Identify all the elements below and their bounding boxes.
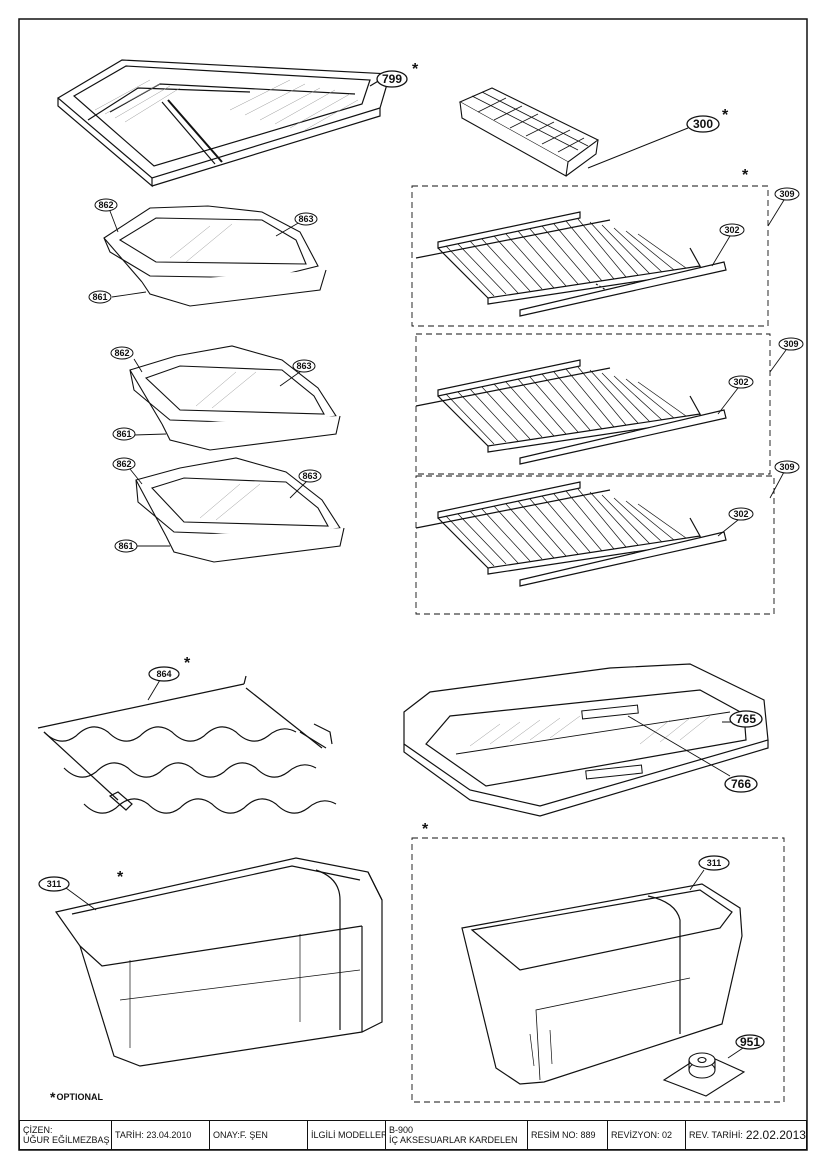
part-300-ice-tray	[458, 87, 600, 177]
callout-309: 309	[779, 189, 794, 199]
drawing-no-text: RESİM NO: 889	[531, 1130, 596, 1140]
cell-drawing-no: RESİM NO: 889	[528, 1121, 608, 1149]
callout-864: 864	[156, 669, 171, 679]
part-309-wire-shelf	[415, 359, 727, 465]
callout-766: 766	[731, 777, 751, 791]
drawing-frame	[18, 18, 808, 1151]
part-864-bottle-rack	[37, 675, 337, 814]
callout-311: 311	[47, 879, 62, 889]
part-glass-shelf-1	[103, 205, 327, 307]
part-glass-shelf-3	[135, 457, 345, 563]
part-311-crisper-left	[54, 857, 383, 1067]
cell-revision-date: REV. TARİHİ: 22.02.2013	[686, 1121, 806, 1149]
optional-asterisk: *	[117, 869, 124, 886]
callout-861: 861	[118, 541, 133, 551]
cell-revision: REVİZYON: 02	[608, 1121, 686, 1149]
callout-862: 862	[98, 200, 113, 210]
optional-asterisk: *	[742, 167, 749, 184]
related-models-label: İLGİLİ MODELLER:	[311, 1130, 386, 1140]
part-766-vent	[581, 704, 643, 780]
optional-asterisk: *	[722, 107, 729, 124]
model-line-2: İÇ AKSESUARLAR KARDELEN	[389, 1135, 518, 1145]
callout-309: 309	[779, 462, 794, 472]
part-309-wire-shelf	[415, 481, 727, 587]
cell-drawn-by: ÇİZEN: UĞUR EĞİLMEZBAŞ	[20, 1121, 112, 1149]
callout-300: 300	[693, 117, 713, 131]
cell-approval: ONAY:F. ŞEN	[210, 1121, 308, 1149]
callout-863: 863	[302, 471, 317, 481]
callout-311: 311	[707, 858, 722, 868]
dashed-group-boxes	[411, 185, 775, 615]
dashed-group-box	[411, 837, 785, 1103]
callout-951: 951	[740, 1035, 760, 1049]
drawn-by-label: ÇİZEN:	[23, 1125, 53, 1135]
optional-asterisk: *	[422, 821, 429, 838]
date-text: TARİH: 23.04.2010	[115, 1130, 192, 1140]
part-glass-shelf-2	[129, 345, 341, 451]
approval-text: ONAY:F. ŞEN	[213, 1130, 268, 1140]
leader-lines-wire	[711, 199, 787, 537]
callout-862: 862	[116, 459, 131, 469]
callout-799: 799	[382, 72, 402, 86]
optional-asterisk: *	[412, 61, 419, 78]
revision-date-label: REV. TARİHİ:	[689, 1130, 743, 1140]
part-951-humidity-control	[662, 1052, 746, 1097]
part-311-crisper-right	[461, 883, 743, 1085]
callouts-shelves: 862 863 861 862 863 861 862 863 861	[88, 198, 322, 553]
revision-date-value: 22.02.2013	[745, 1128, 806, 1142]
callout-861: 861	[92, 292, 107, 302]
model-line-1: B-900	[389, 1125, 414, 1135]
drawn-by-name: UĞUR EĞİLMEZBAŞ	[23, 1135, 110, 1145]
part-309-wire-shelf	[415, 211, 727, 317]
cell-related-models: B-900 İÇ AKSESUARLAR KARDELEN	[386, 1121, 528, 1149]
cell-date: TARİH: 23.04.2010	[112, 1121, 210, 1149]
callout-861: 861	[116, 429, 131, 439]
callout-302: 302	[733, 377, 748, 387]
callout-302: 302	[724, 225, 739, 235]
part-765-crisper-cover	[403, 663, 769, 817]
optional-legend-text: OPTIONAL	[56, 1092, 103, 1102]
optional-legend: *OPTIONAL	[50, 1089, 103, 1105]
optional-asterisk: *	[184, 655, 191, 672]
callout-765: 765	[736, 712, 756, 726]
revision-text: REVİZYON: 02	[611, 1130, 673, 1140]
callout-309: 309	[783, 339, 798, 349]
title-block: ÇİZEN: UĞUR EĞİLMEZBAŞ TARİH: 23.04.2010…	[19, 1120, 807, 1150]
callout-862: 862	[114, 348, 129, 358]
callout-863: 863	[296, 361, 311, 371]
callouts-wire: 309 302 309 302 309 302	[719, 187, 804, 521]
callout-863: 863	[298, 214, 313, 224]
part-799-cover	[56, 59, 391, 188]
optional-legend-asterisk: *	[50, 1089, 56, 1105]
callout-302: 302	[733, 509, 748, 519]
cell-related-models-label: İLGİLİ MODELLER:	[308, 1121, 386, 1149]
